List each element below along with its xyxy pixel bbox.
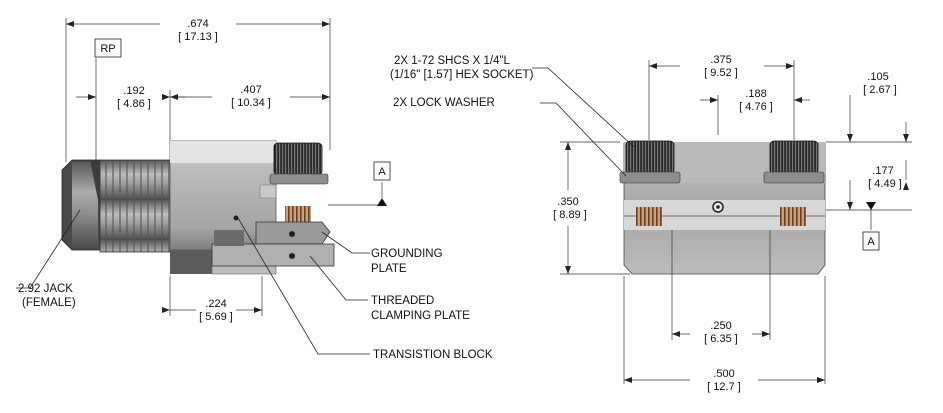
height-mm: [ 8.89 ] <box>553 209 587 221</box>
side-datum-a: A <box>328 161 391 206</box>
pin-spacing-in: .250 <box>710 320 731 332</box>
width-in: .500 <box>713 368 734 380</box>
shcs-sub-label: (1/16" [1.57] HEX SOCKET) <box>390 69 534 81</box>
shcs-label: 2X 1-72 SHCS X 1/4"L <box>394 55 511 67</box>
rp-label: RP <box>100 43 115 55</box>
front-view: 2X 1-72 SHCS X 1/4"L (1/16" [1.57] HEX S… <box>390 54 912 393</box>
clamping-sub-label: CLAMPING PLATE <box>371 310 470 322</box>
bottom-dim-mm: [ 5.69 ] <box>199 311 233 323</box>
side-leaders <box>16 209 370 355</box>
side-dimension-lines <box>65 18 331 316</box>
side-screw <box>269 142 329 223</box>
rp-dim-in: .192 <box>123 85 144 97</box>
width-mm: [ 12.7 ] <box>707 381 741 393</box>
rp-dim-mm: [ 4.86 ] <box>117 98 151 110</box>
datum-height-mm: [ 4.49 ] <box>868 178 902 190</box>
front-datum-a: A <box>862 202 880 251</box>
grounding-plate <box>255 221 331 245</box>
grounding-sub-label: PLATE <box>371 263 407 275</box>
clamping-plate <box>211 230 335 267</box>
front-leaders <box>532 67 635 177</box>
half-in: .188 <box>745 88 766 100</box>
front-screw-left <box>619 140 681 226</box>
washer-label: 2X LOCK WASHER <box>393 97 495 109</box>
spacing-in: .375 <box>710 54 731 66</box>
half-mm: [ 4.76 ] <box>739 101 773 113</box>
overall-length-in: .674 <box>187 18 208 30</box>
front-screw-right <box>763 140 825 226</box>
clamping-label: THREADED <box>371 295 434 307</box>
top-offset-mm: [ 2.67 ] <box>863 84 897 96</box>
front-arrowheads <box>565 63 909 383</box>
side-datum-label: A <box>378 166 386 178</box>
rp-box <box>94 38 122 58</box>
side-view: .674 [ 17.13 ] RP .192 [ 4.86 ] .407 [ 1… <box>16 18 493 361</box>
transition-label: TRANSISTION BLOCK <box>373 349 493 361</box>
jack-label: 2.92 JACK <box>18 283 73 295</box>
bottom-dim-in: .224 <box>205 298 226 310</box>
datum-height-in: .177 <box>872 165 893 177</box>
block-dim-mm: [ 10.34 ] <box>231 97 271 109</box>
grounding-label: GROUNDING <box>371 248 443 260</box>
spacing-mm: [ 9.52 ] <box>704 67 738 79</box>
top-offset-in: .105 <box>867 71 888 83</box>
overall-length-mm: [ 17.13 ] <box>178 31 218 43</box>
front-datum-label: A <box>867 236 875 248</box>
pin-spacing-mm: [ 6.35 ] <box>704 333 738 345</box>
jack-sub-label: (FEMALE) <box>22 297 76 309</box>
height-in: .350 <box>557 196 578 208</box>
threaded-barrel <box>99 159 171 253</box>
block-dim-in: .407 <box>240 84 261 96</box>
side-arrowheads <box>66 21 330 313</box>
